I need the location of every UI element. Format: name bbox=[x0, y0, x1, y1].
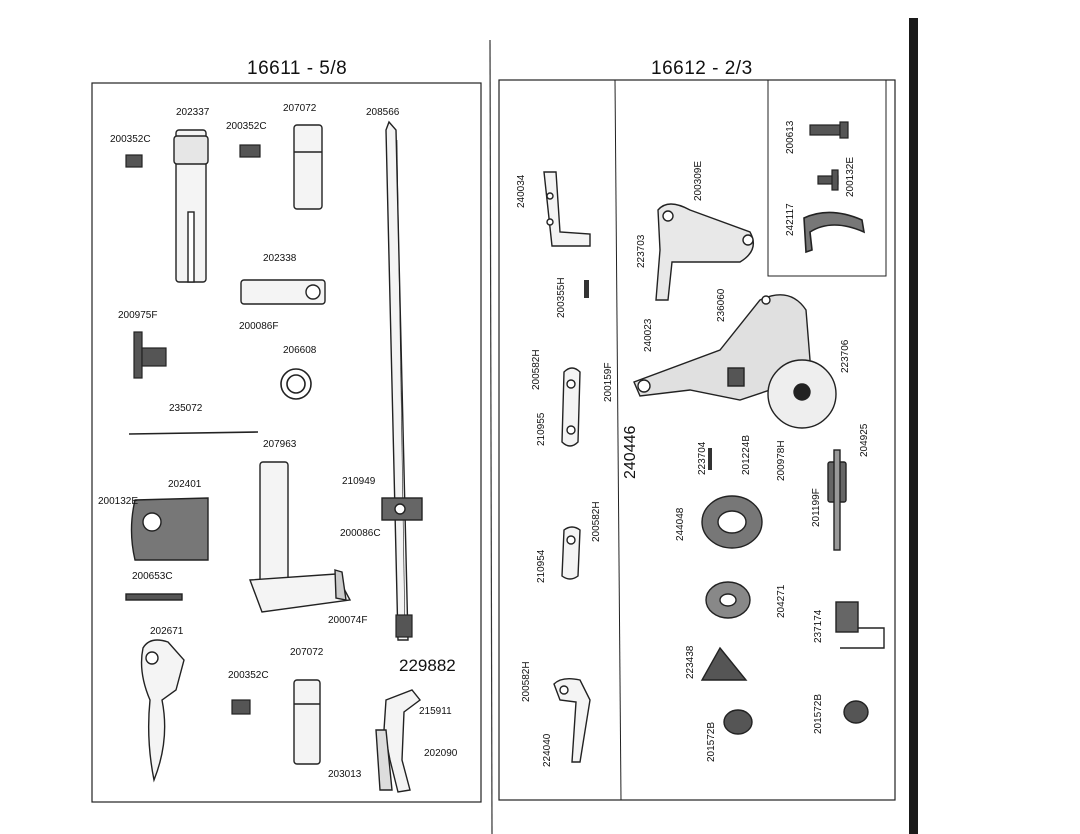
part-224040-arm bbox=[553, 677, 591, 763]
part-label-200086f: 200086F bbox=[239, 321, 279, 332]
part-240034-l-bracket bbox=[543, 171, 591, 247]
part-label-200309e: 200309E bbox=[693, 160, 704, 201]
part-label-200132e: 200132E bbox=[98, 496, 139, 507]
screw-200352c-top-left bbox=[125, 154, 143, 168]
part-208566-long-shaft bbox=[385, 120, 409, 641]
right-page-edge-bar bbox=[909, 18, 918, 834]
part-210955-link bbox=[561, 367, 581, 447]
part-label-200352c-left: 200352C bbox=[110, 134, 151, 145]
part-label-200086c: 200086C bbox=[340, 528, 381, 539]
part-label-202090: 202090 bbox=[424, 748, 458, 759]
part-label-200132e-inset: 200132E bbox=[845, 156, 856, 197]
part-label-236060: 236060 bbox=[716, 288, 727, 322]
part-202337-sleeve bbox=[173, 129, 209, 283]
part-207072-bushing-bottom bbox=[293, 679, 321, 765]
part-label-208566: 208566 bbox=[366, 107, 400, 118]
part-label-200352c-bottom: 200352C bbox=[228, 670, 269, 681]
part-label-201199f: 201199F bbox=[811, 488, 822, 527]
part-label-223438: 223438 bbox=[685, 645, 696, 679]
part-label-202671: 202671 bbox=[150, 626, 184, 637]
part-label-200975f: 200975F bbox=[118, 310, 158, 321]
assembly-number-240446: 240446 bbox=[622, 425, 639, 479]
screw-200352c-top-mid bbox=[239, 144, 261, 158]
left-panel-title: 16611 - 5/8 bbox=[247, 58, 348, 79]
part-label-201572b-right: 201572B bbox=[813, 693, 824, 734]
part-200613-screw bbox=[809, 121, 849, 139]
part-200074f-screw bbox=[395, 614, 413, 638]
screw-200352c-bottom bbox=[231, 699, 251, 715]
part-label-210949: 210949 bbox=[342, 476, 376, 487]
part-label-203013: 203013 bbox=[328, 769, 362, 780]
part-label-215911: 215911 bbox=[419, 706, 452, 717]
part-204925-shaft bbox=[827, 449, 847, 551]
part-label-201224b: 201224B bbox=[741, 434, 752, 475]
part-223703-bracket bbox=[655, 203, 754, 301]
part-202671-lever bbox=[140, 639, 185, 783]
right-panel-title: 16612 - 2/3 bbox=[651, 58, 753, 79]
part-label-200653c: 200653C bbox=[132, 571, 173, 582]
part-label-210955: 210955 bbox=[536, 412, 547, 446]
left-panel-frame bbox=[91, 82, 482, 803]
part-240446-mechanism bbox=[633, 294, 837, 429]
part-label-223703: 223703 bbox=[636, 234, 647, 268]
part-label-202401: 202401 bbox=[168, 479, 202, 490]
part-label-200582h-a: 200582H bbox=[531, 349, 542, 390]
part-label-204271: 204271 bbox=[776, 584, 787, 618]
part-223438-spring bbox=[700, 646, 748, 681]
part-200653c-pin bbox=[125, 593, 183, 601]
part-label-201572b-left: 201572B bbox=[706, 721, 717, 762]
right-inset-box bbox=[767, 79, 887, 277]
part-label-200074f: 200074F bbox=[328, 615, 368, 626]
part-label-200582h-c: 200582H bbox=[521, 661, 532, 702]
part-210954-link bbox=[561, 526, 581, 580]
part-200132e-screw-inset bbox=[817, 169, 839, 191]
part-223704-pin bbox=[708, 448, 712, 470]
part-label-207963: 207963 bbox=[263, 439, 297, 450]
part-label-235072: 235072 bbox=[169, 403, 203, 414]
part-label-223704: 223704 bbox=[697, 441, 708, 475]
right-panel-divider-a bbox=[614, 79, 622, 801]
part-label-202337: 202337 bbox=[176, 107, 210, 118]
part-label-210954: 210954 bbox=[536, 549, 547, 583]
right-panel-frame bbox=[498, 79, 896, 801]
part-235072-pin bbox=[128, 431, 259, 435]
part-207072-bushing-top bbox=[293, 124, 323, 210]
part-label-223706: 223706 bbox=[840, 339, 851, 373]
part-210949-collar bbox=[381, 497, 423, 521]
part-label-207072-top: 207072 bbox=[283, 103, 317, 114]
part-label-200355h: 200355H bbox=[556, 277, 567, 318]
part-237174-block bbox=[835, 601, 885, 649]
part-label-240034: 240034 bbox=[516, 174, 527, 208]
assembly-number-229882: 229882 bbox=[399, 656, 456, 675]
part-204271-disc bbox=[705, 581, 751, 619]
part-label-200613: 200613 bbox=[785, 120, 796, 154]
part-label-200582h-b: 200582H bbox=[591, 501, 602, 542]
part-244048-disc bbox=[701, 495, 763, 549]
part-202401-plate bbox=[130, 497, 209, 561]
part-242117-clamp bbox=[803, 211, 866, 254]
part-label-240023: 240023 bbox=[643, 318, 654, 352]
part-label-200978h: 200978H bbox=[776, 440, 787, 481]
part-label-204925: 204925 bbox=[859, 423, 870, 457]
part-label-200159f: 200159F bbox=[603, 362, 614, 402]
part-label-242117: 242117 bbox=[785, 203, 796, 236]
part-201572b-nut-left bbox=[723, 709, 753, 735]
part-label-224040: 224040 bbox=[542, 733, 553, 767]
center-fold-line bbox=[489, 39, 493, 834]
part-200355h-pin bbox=[584, 280, 589, 298]
part-label-206608: 206608 bbox=[283, 345, 317, 356]
part-label-207072-bottom: 207072 bbox=[290, 647, 324, 658]
part-207963-bracket bbox=[249, 461, 352, 613]
part-label-202338: 202338 bbox=[263, 253, 297, 264]
part-201572b-nut-right bbox=[843, 700, 869, 724]
part-200975f-stud bbox=[133, 331, 167, 379]
part-label-244048: 244048 bbox=[675, 507, 686, 541]
part-202338-block bbox=[240, 279, 326, 305]
part-label-237174: 237174 bbox=[813, 609, 824, 643]
part-206608-ring bbox=[280, 368, 312, 400]
part-label-200352c-mid: 200352C bbox=[226, 121, 267, 132]
part-229882-presser-foot bbox=[375, 689, 421, 793]
